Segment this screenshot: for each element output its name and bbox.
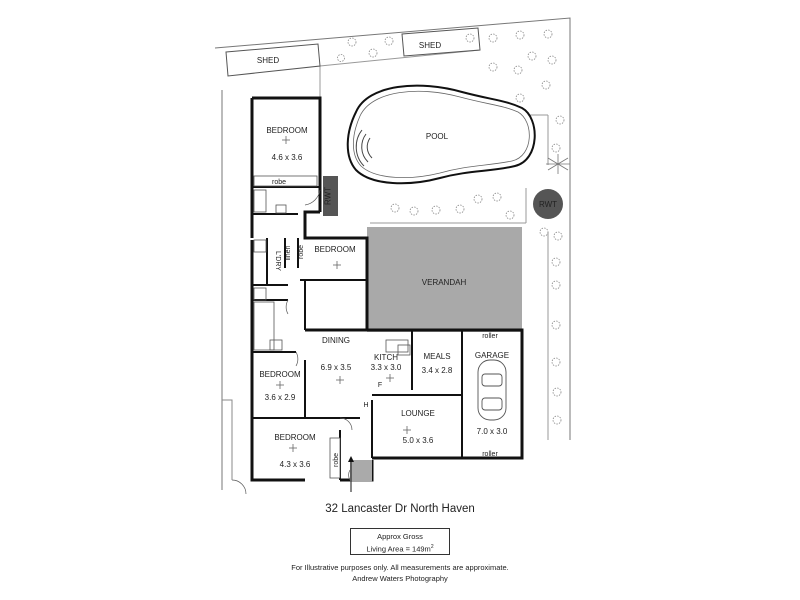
bedroom3-dims: 3.6 x 2.9 [265,393,296,402]
lounge-dims: 5.0 x 3.6 [403,436,434,445]
dining-name: DINING [322,336,350,345]
heater-label: H [363,402,368,409]
photographer-credit: Andrew Waters Photography [352,573,448,583]
bedroom4-dims: 4.3 x 3.6 [280,460,311,469]
shed-right-outline [401,27,481,57]
rwt-left-tank [323,176,338,216]
pool-inner-outline [352,90,530,178]
car-icon [477,359,507,421]
garage-dims: 7.0 x 3.0 [477,427,508,436]
light-fixture-icons [276,136,411,452]
robe3-label: robe [333,453,340,467]
rwt-left-label: RWT [324,187,333,205]
rwt-right-tank [533,189,563,219]
living-area-line1: Approx Gross [377,532,423,541]
dining-dims: 6.9 x 3.5 [321,363,352,372]
pool-label: POOL [426,132,449,141]
robe3-cupboard [329,437,341,479]
shed-right-label: SHED [419,41,441,50]
garage-roller-top: roller [482,333,498,340]
living-area-unit-sup: 2 [430,544,434,550]
pool-fence-top [319,49,481,67]
living-area-box: Approx Gross Living Area = 149m2 [350,528,450,555]
left-gate [222,399,233,480]
bedroom1-name: BEDROOM [266,126,308,135]
disclaimer: For Illustrative purposes only. All meas… [0,563,800,584]
verandah-area [367,227,522,332]
bedroom3-name: BEDROOM [259,370,301,379]
robe1-label: robe [272,179,286,186]
verandah-label: VERANDAH [422,278,467,287]
bedroom1-dims: 4.6 x 3.6 [272,153,303,162]
pool-outline [346,84,536,185]
bedroom4-name: BEDROOM [274,433,316,442]
fixtures [253,189,411,356]
shrubs [337,29,565,425]
linen-label: linen [285,246,292,261]
disclaimer-line1: For Illustrative purposes only. All meas… [291,563,509,572]
meals-dims: 3.4 x 2.8 [422,366,453,375]
shed-left-label: SHED [257,56,279,65]
entry-arrow-icon [348,456,354,462]
living-area-line2: Living Area = 149m2 [351,542,449,555]
kitchen-name: KITCH [374,353,398,362]
kitchen-dims: 3.3 x 3.0 [371,363,402,372]
laundry-label: L'DRY [274,251,281,271]
robe1-cupboard [253,175,318,187]
living-area-value: Living Area = 149m [366,544,431,554]
meals-name: MEALS [423,352,450,361]
palm-plant-icon [546,154,570,174]
shed-left-outline [225,43,321,77]
robe2-label: robe [298,245,305,259]
property-address: 32 Lancaster Dr North Haven [325,503,475,515]
garage-roller-bottom: roller [482,451,498,458]
door-swings [231,189,353,495]
lounge-name: LOUNGE [401,409,435,418]
bedroom2-name: BEDROOM [314,245,356,254]
rwt-right-label: RWT [539,200,557,209]
property-boundary [214,17,571,440]
pool-steps [355,129,373,167]
garage-name: GARAGE [475,351,509,360]
fridge-label: F [378,382,382,389]
front-porch [350,460,372,482]
